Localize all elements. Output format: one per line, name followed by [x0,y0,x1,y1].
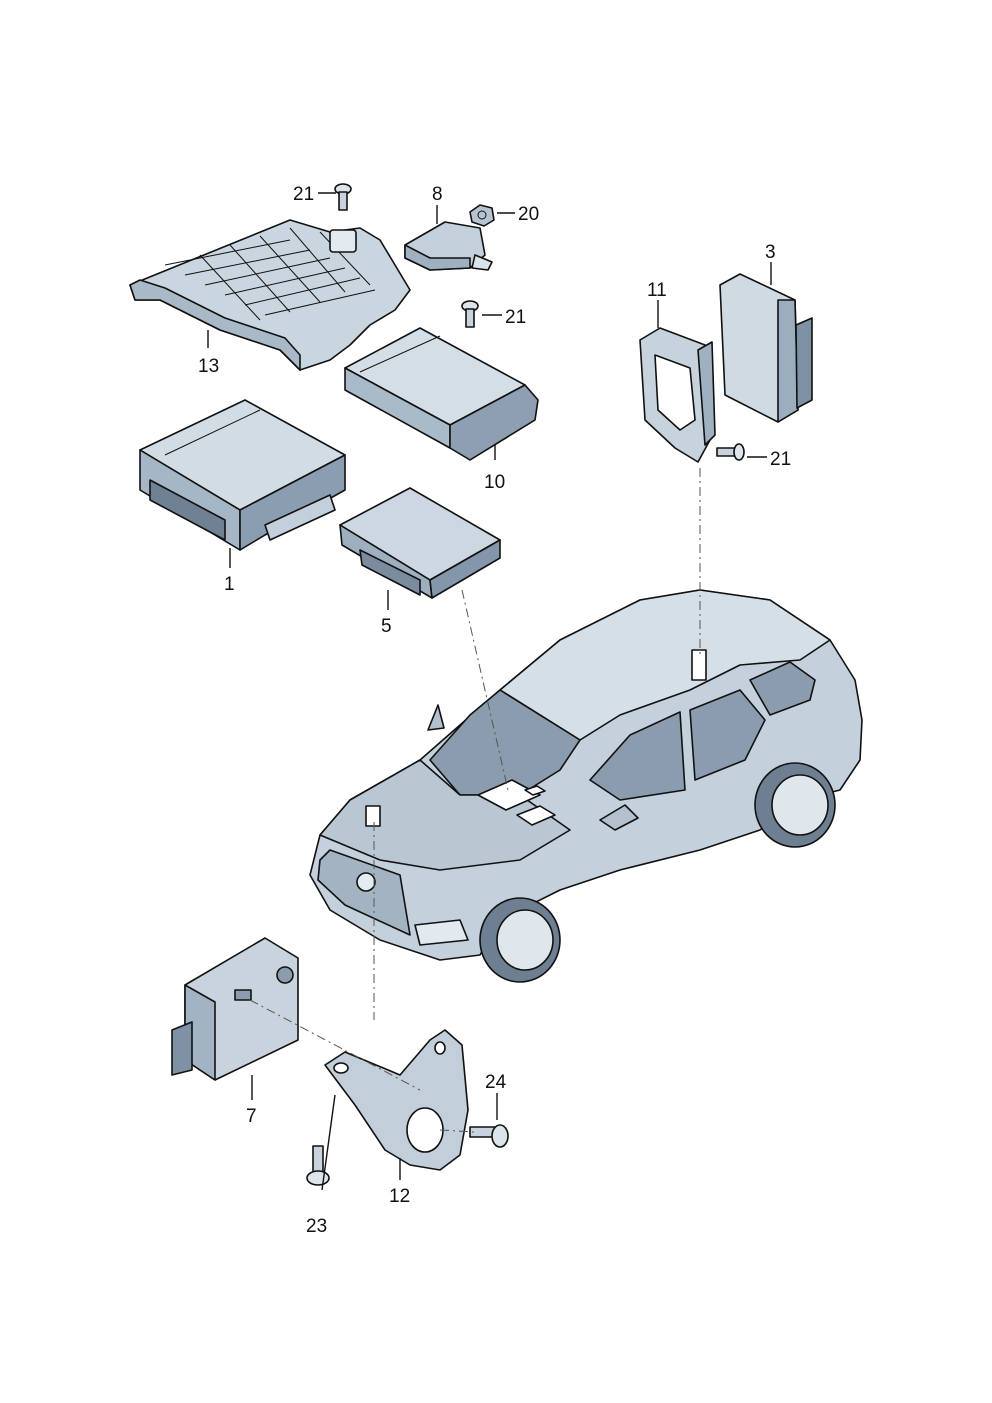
callout-8: 8 [432,184,443,205]
part-20-nut [469,204,495,227]
callout-12: 12 [389,1186,410,1207]
part-8-sensor [404,221,493,271]
part-13-housing-tray [129,219,411,371]
callout-24: 24 [485,1072,507,1093]
callout-21-middle: 21 [505,307,526,328]
part-7-control-unit [171,937,299,1081]
callout-7: 7 [246,1106,257,1127]
part-1-control-unit [139,399,346,551]
part-10-control-unit [344,327,539,461]
callout-20: 20 [518,204,539,225]
part-21-screw-top [334,183,352,211]
part-12-bracket [324,1029,469,1171]
location-marker-roof [691,649,707,681]
callout-21-right: 21 [770,449,791,470]
callout-10: 10 [484,472,505,493]
vehicle-suv [309,589,863,983]
callout-3: 3 [765,242,776,263]
part-21-screw-right [716,443,745,461]
part-11-bracket [639,327,716,463]
callout-21-top: 21 [293,184,314,205]
callout-5: 5 [381,616,392,637]
location-marker-hood [365,805,381,827]
location-lines [249,468,701,1133]
leader-lines [207,192,772,1191]
callouts: 21 8 20 21 13 10 1 5 11 3 21 7 24 12 23 [198,184,791,1237]
part-5-control-unit [339,487,501,599]
part-21-screw-middle [461,300,479,328]
part-24-screw [469,1124,509,1148]
callout-1: 1 [224,574,235,595]
callout-23: 23 [306,1216,327,1237]
callout-11: 11 [647,280,667,301]
callout-13: 13 [198,356,219,377]
part-3-control-unit [719,273,813,423]
